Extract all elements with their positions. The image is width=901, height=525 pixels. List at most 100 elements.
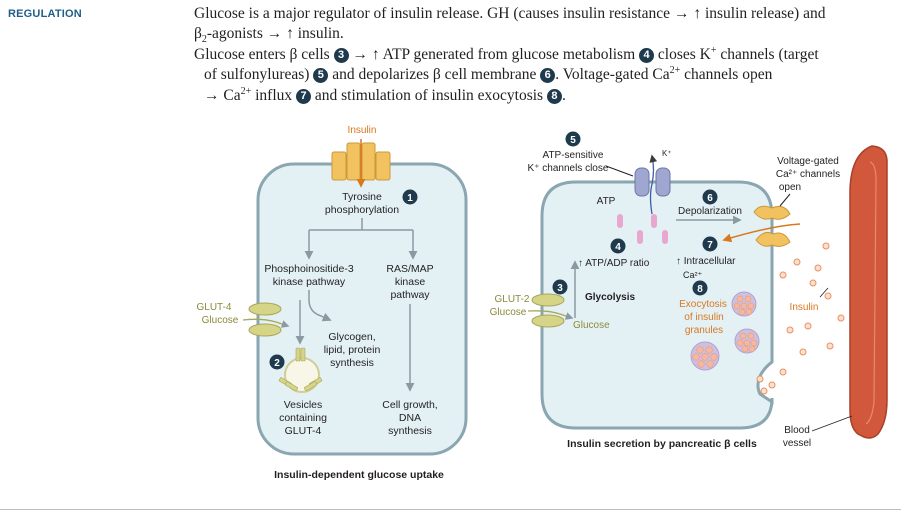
exocytosis-label: of insulin (684, 312, 723, 323)
step-badge-number: 6 (707, 193, 713, 204)
vesicles-label: GLUT-4 (285, 425, 322, 437)
step-badge (702, 189, 718, 205)
text-span: influx (255, 87, 293, 104)
glycogen-label: lipid, protein (324, 344, 381, 356)
step-badge (692, 280, 708, 296)
tyrosine-label: Tyrosine (342, 191, 382, 203)
leader-line (605, 165, 634, 177)
text-span: -agonists (206, 25, 263, 42)
glut4-transporter (242, 302, 290, 337)
step-badge: 6 (540, 68, 556, 83)
ras-label: RAS/MAP (386, 263, 433, 275)
step-badge (269, 354, 285, 370)
blood-vessel-label: Blood (784, 425, 810, 436)
blood-vessel-label: vessel (783, 438, 811, 449)
insulin-label: Insulin (348, 125, 377, 136)
step-badge: 5 (313, 68, 329, 83)
atp-label: ATP (597, 196, 616, 207)
glucose-label: Glucose (490, 307, 527, 318)
atp-molecules (617, 214, 668, 244)
intracellular-ca-label: Ca²⁺ (683, 270, 703, 280)
text-span: insulin release) and (704, 5, 826, 22)
bottom-divider (0, 509, 901, 510)
step-badge (610, 238, 626, 254)
paragraph-line-3: Glucose enters β cells 3 → ↑ ATP generat… (194, 45, 899, 65)
katp-channel (634, 154, 671, 215)
text-span: Glucose enters β cells (194, 46, 330, 63)
right-caption: Insulin secretion by pancreatic β cells (567, 438, 757, 450)
subscript: 2 (201, 34, 207, 46)
text-span: closes K (657, 46, 711, 63)
insulin-secreted-label: Insulin (790, 302, 819, 313)
step-badge: 4 (639, 48, 655, 63)
vesicles-label: Vesicles (284, 399, 323, 411)
tyrosine-label: phosphorylation (325, 204, 399, 216)
branch-connector (309, 218, 413, 231)
glut4-vesicle (278, 347, 323, 393)
step-badge-number: 1 (407, 193, 413, 204)
superscript: + (710, 44, 717, 56)
text-span: and stimulation of insulin exocytosis (314, 87, 544, 104)
glucose-label: Glucose (202, 315, 239, 326)
cell-growth-label: DNA (399, 412, 421, 424)
step-badge-number: 8 (697, 284, 703, 295)
paragraph-line-4: of sulfonylureas) 5 and depolarizes β ce… (204, 65, 901, 85)
step-badge-number: 5 (570, 135, 576, 146)
glycogen-label: synthesis (330, 357, 374, 369)
pathway-arrow (308, 290, 332, 322)
beta-symbol: β (194, 25, 202, 42)
step-badge: 8 (546, 89, 562, 104)
step-badge: 3 (333, 48, 349, 63)
katp-label: ATP-sensitive (543, 150, 604, 161)
cell-growth-label: synthesis (388, 425, 432, 437)
glycogen-label: Glycogen, (328, 331, 375, 343)
text-span: insulin. (297, 25, 344, 42)
arrow-up-text: → ↑ (266, 25, 294, 42)
paragraph-line-1: Glucose is a major regulator of insulin … (194, 4, 899, 24)
insulin-granules (690, 291, 760, 371)
step-badge (402, 189, 418, 205)
step-badge-number: 4 (615, 242, 621, 253)
k-plus-label: K⁺ (662, 149, 672, 158)
step-badge-number: 2 (274, 358, 280, 369)
exocytosis-label: granules (685, 325, 723, 336)
glut2-label: GLUT-2 (494, 294, 529, 305)
superscript: 2+ (669, 64, 681, 76)
text-span: → Ca (204, 87, 241, 104)
arrow-up-text: → ↑ (673, 5, 702, 22)
blood-vessel (849, 145, 888, 439)
atp-ratio-label: ↑ ATP/ADP ratio (578, 258, 650, 269)
step-badge (565, 131, 581, 147)
left-caption: Insulin-dependent glucose uptake (274, 469, 444, 481)
glut2-transporter (527, 293, 574, 328)
vg-channel-label: Voltage-gated (777, 156, 839, 167)
secreted-insulin (756, 242, 845, 395)
leader-line (811, 415, 853, 432)
leader-line (779, 193, 791, 207)
step-badge-number: 7 (707, 240, 713, 251)
voltage-gated-ca-channel (722, 205, 801, 247)
paragraph-line-2: β2-agonists → ↑ insulin. (194, 24, 899, 46)
text-span: channels open (684, 66, 773, 83)
pi3k-label: kinase pathway (273, 276, 346, 288)
text-span: → ↑ ATP generated from glucose metabolis… (352, 46, 636, 63)
step-badge (702, 236, 718, 252)
vg-channel-label: open (779, 182, 801, 193)
vesicles-label: containing (279, 412, 327, 424)
insulin-receptor (331, 139, 391, 188)
depolarization-label: Depolarization (678, 206, 742, 217)
ras-label: kinase (395, 276, 426, 288)
glucose-internal-label: Glucose (573, 320, 610, 331)
step-badge: 7 (296, 89, 312, 104)
katp-label: K⁺ channels close (528, 163, 609, 174)
glycolysis-label: Glycolysis (585, 292, 635, 303)
text-span: of sulfonylureas) (204, 66, 310, 83)
step-badge-number: 3 (557, 283, 563, 294)
text-span: . Voltage-gated Ca (555, 66, 670, 83)
text-span: channels (target (720, 46, 819, 63)
ras-label: pathway (390, 289, 430, 301)
cell-growth-label: Cell growth, (382, 399, 437, 411)
text-span: . (561, 87, 566, 104)
text-span: and depolarizes β cell membrane (332, 66, 537, 83)
